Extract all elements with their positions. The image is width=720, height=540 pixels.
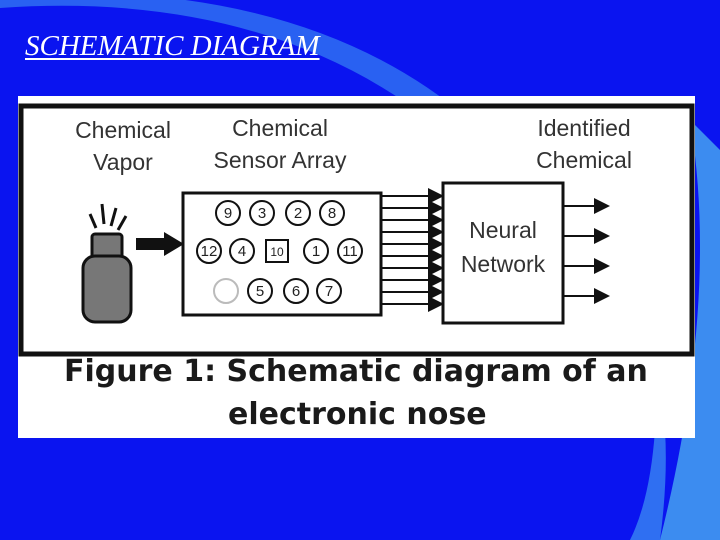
sensor-9: 9 — [215, 200, 241, 226]
identified-label-line2: Chemical — [536, 147, 632, 173]
sensor-6: 6 — [283, 278, 309, 304]
sensor-7: 7 — [316, 278, 342, 304]
array-label-line1: Chemical — [232, 115, 328, 141]
array-label-line2: Sensor Array — [214, 147, 347, 173]
sensor-12: 12 — [196, 238, 222, 264]
vapor-label-line1: Chemical — [75, 117, 171, 143]
slide-title: SCHEMATIC DIAGRAM — [25, 30, 320, 62]
diagram-frame — [18, 103, 695, 357]
sensor-6-label: 6 — [292, 283, 300, 300]
sensor-to-network-arrows — [381, 188, 444, 312]
sensor-2: 2 — [285, 200, 311, 226]
sensor-4: 4 — [229, 238, 255, 264]
sensor-10-label: 10 — [270, 245, 284, 259]
sensor-8: 8 — [319, 200, 345, 226]
sensor-1-label: 1 — [312, 243, 320, 260]
identified-label-line1: Identified — [537, 115, 630, 141]
sensor-7-label: 7 — [325, 283, 333, 300]
sensor-empty — [213, 278, 239, 304]
vapor-bottle-icon — [81, 203, 133, 324]
sensor-1: 1 — [303, 238, 329, 264]
sensor-11: 11 — [337, 238, 363, 264]
sensor-8-label: 8 — [328, 205, 336, 222]
sensor-5: 5 — [247, 278, 273, 304]
output-arrows — [563, 198, 610, 304]
figure-caption-line1: Figure 1: Schematic diagram of an — [64, 354, 648, 389]
schematic-figure: Chemical Vapor Chemical Sensor Array Ide… — [18, 96, 695, 438]
sensor-9-label: 9 — [224, 205, 232, 222]
sensor-10: 10 — [265, 239, 289, 263]
network-label-line1: Neural — [469, 217, 537, 243]
sensor-5-label: 5 — [256, 283, 264, 300]
sensor-4-label: 4 — [238, 243, 246, 260]
vapor-label-line2: Vapor — [93, 149, 153, 175]
neural-network-box — [441, 181, 565, 325]
sensor-12-label: 12 — [201, 243, 218, 260]
figure-caption-line2: electronic nose — [228, 397, 487, 432]
background-curve-right-inner — [630, 430, 666, 540]
sensor-3-label: 3 — [258, 205, 266, 222]
background-curve-right — [660, 120, 720, 540]
sensor-3: 3 — [249, 200, 275, 226]
vapor-input-arrow — [136, 232, 184, 256]
sensor-2-label: 2 — [294, 205, 302, 222]
sensor-11-label: 11 — [342, 243, 358, 260]
network-label-line2: Network — [461, 251, 546, 277]
